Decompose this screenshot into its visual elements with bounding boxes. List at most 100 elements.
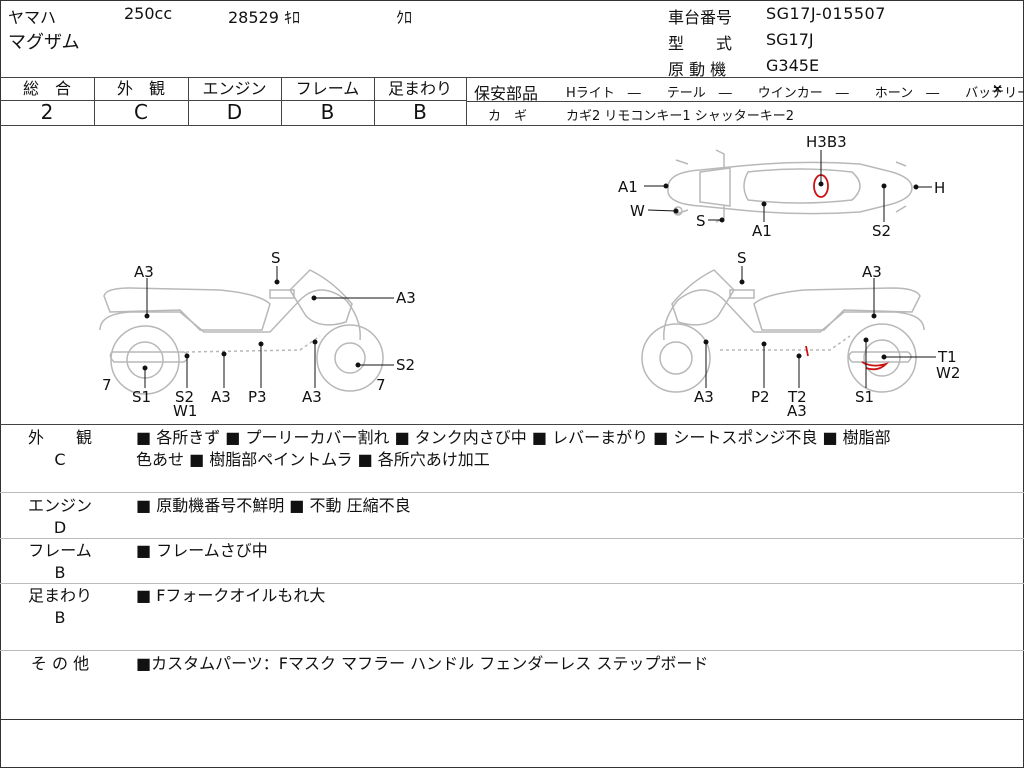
label-a1: A1 — [752, 222, 772, 240]
engine-notes: ■ 原動機番号不鮮明 ■ 不動 圧縮不良 — [136, 495, 411, 517]
divider — [0, 583, 1024, 584]
model-name: マグザム — [8, 32, 80, 53]
other-label: そ の 他 — [30, 654, 90, 673]
battery-mark: × — [992, 82, 1003, 97]
type-label: 型 式 — [668, 34, 733, 53]
label-7: 7 — [102, 376, 112, 394]
exterior-grade: C — [54, 450, 66, 469]
frame-grade: B — [54, 563, 66, 582]
label-s2: S2 — [175, 388, 194, 406]
label-h3b3: H3B3 — [806, 133, 847, 151]
label-s: S — [737, 249, 747, 267]
engine-label: 原 動 機 — [668, 60, 727, 79]
exterior-notes: ■ 各所きず ■ プーリーカバー割れ ■ タンク内さび中 ■ レバーまがり ■ … — [136, 427, 891, 471]
label-t1: T1 — [937, 348, 957, 366]
label-s1: S1 — [855, 388, 874, 406]
keys-label: カ ギ — [488, 109, 528, 124]
grade-label: 総 合 — [22, 79, 71, 98]
label-a3: A3 — [862, 263, 882, 281]
divider — [0, 77, 1024, 78]
frame-row-label: フレーム B — [0, 540, 120, 584]
engine-grade: D — [53, 518, 67, 537]
exterior-line: 色あせ ■ 樹脂部ペイントムラ ■ 各所穴あけ加工 — [136, 450, 490, 469]
label-p3: P3 — [248, 388, 267, 406]
divider — [0, 492, 1024, 493]
divider — [374, 77, 375, 125]
grade-frame: フレーム B — [281, 78, 374, 124]
label-a3: A3 — [302, 388, 322, 406]
divider — [0, 650, 1024, 651]
suspension-row-label: 足まわり B — [0, 585, 120, 629]
label-w2: W2 — [936, 364, 960, 382]
right-side-scooter — [641, 269, 925, 393]
grade-value: C — [134, 100, 148, 124]
safety-items: Hライト ― テール ― ウインカー ― ホーン ― バッテリー — [566, 86, 1024, 101]
damage-diagram: H3B3 A1 H W S A1 S2 S A3 A3 S2 7 7 S1 S2… — [99, 133, 960, 420]
divider — [94, 77, 95, 125]
top-view-scooter — [667, 149, 913, 223]
divider — [0, 100, 466, 101]
safety-title: 保安部品 — [474, 84, 539, 103]
grade-label: フレーム — [295, 79, 360, 98]
other-row-label: そ の 他 — [0, 653, 120, 675]
divider — [0, 125, 1024, 126]
engine-label: エンジン — [27, 496, 92, 515]
frame-no-label: 車台番号 — [668, 8, 733, 27]
label-s: S — [696, 212, 706, 230]
grade-value: B — [413, 100, 427, 124]
label-t2: T2 — [787, 388, 807, 406]
label-w: W — [630, 202, 645, 220]
exterior-row-label: 外 観 C — [0, 427, 120, 471]
label-w1: W1 — [173, 402, 197, 420]
divider — [281, 77, 282, 125]
grade-label: エンジン — [202, 79, 267, 98]
frame-label: フレーム — [28, 541, 92, 560]
engine-value: G345E — [766, 56, 820, 75]
frame-no: SG17J-015507 — [766, 4, 886, 23]
label-a3: A3 — [396, 289, 416, 307]
maker: ヤマハ — [8, 8, 57, 27]
frame-line: ■ フレームさび中 — [136, 541, 268, 560]
label-a1: A1 — [618, 178, 638, 196]
label-p2: P2 — [751, 388, 770, 406]
grade-suspension: 足まわり B — [374, 78, 466, 124]
grade-exterior: 外 観 C — [94, 78, 188, 124]
color: ｸﾛ — [396, 8, 413, 27]
divider — [0, 424, 1024, 425]
grade-label: 外 観 — [116, 79, 165, 98]
engine-row-label: エンジン D — [0, 495, 120, 539]
suspension-label: 足まわり — [27, 586, 92, 605]
other-line: ■カスタムパーツ：Fマスク マフラー ハンドル フェンダーレス ステップボード — [136, 654, 709, 673]
label-7: 7 — [376, 376, 386, 394]
frame-notes: ■ フレームさび中 — [136, 540, 268, 562]
engine-line: ■ 原動機番号不鮮明 ■ 不動 圧縮不良 — [136, 496, 411, 515]
other-notes: ■カスタムパーツ：Fマスク マフラー ハンドル フェンダーレス ステップボード — [136, 653, 708, 675]
suspension-grade: B — [54, 608, 66, 627]
label-s2: S2 — [872, 222, 891, 240]
mileage: 28529 ｷﾛ — [228, 8, 300, 27]
label-s2: S2 — [396, 356, 415, 374]
label-h: H — [934, 179, 945, 197]
grade-overall: 総 合 2 — [0, 78, 94, 124]
exterior-label: 外 観 — [27, 428, 92, 447]
type-value: SG17J — [766, 30, 814, 49]
keys-value: カギ2 リモコンキー1 シャッターキー2 — [566, 109, 795, 124]
grade-value: 2 — [40, 100, 54, 124]
damage-marks — [805, 174, 890, 371]
divider — [188, 77, 189, 125]
label-s1: S1 — [132, 388, 151, 406]
suspension-line: ■ Fフォークオイルもれ大 — [136, 586, 326, 605]
left-side-scooter — [99, 269, 384, 395]
label-a3: A3 — [694, 388, 714, 406]
grade-label: 足まわり — [387, 79, 452, 98]
exterior-line: ■ 各所きず ■ プーリーカバー割れ ■ タンク内さび中 ■ レバーまがり ■ … — [136, 428, 891, 447]
label-s: S — [271, 249, 281, 267]
label-a3: A3 — [134, 263, 154, 281]
label-a3: A3 — [787, 402, 807, 420]
divider — [466, 101, 1024, 102]
label-a3: A3 — [211, 388, 231, 406]
grade-value: D — [226, 100, 243, 124]
suspension-notes: ■ Fフォークオイルもれ大 — [136, 585, 325, 607]
displacement: 250cc — [124, 4, 173, 23]
divider — [0, 538, 1024, 539]
